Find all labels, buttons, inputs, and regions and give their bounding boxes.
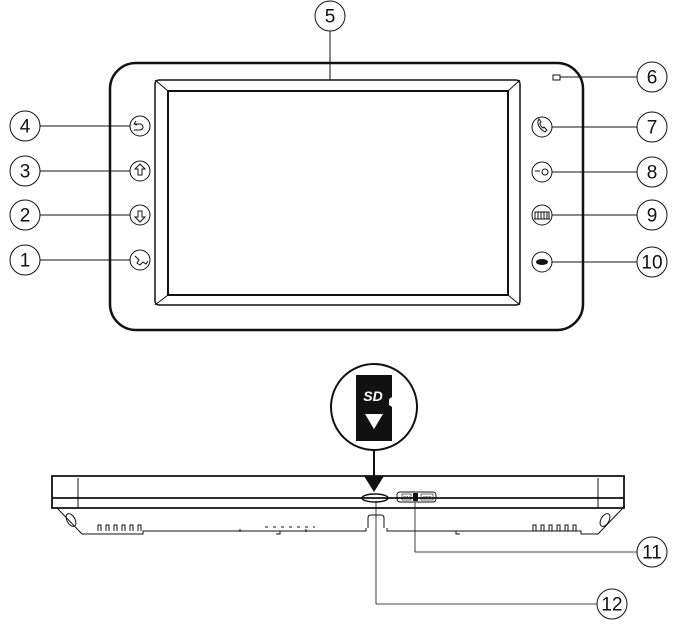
vent-slots-right xyxy=(532,524,577,531)
callout-10: 10 xyxy=(636,246,668,278)
callout-7: 7 xyxy=(636,111,668,143)
svg-text:11: 11 xyxy=(642,543,662,564)
callout-2: 2 xyxy=(9,199,41,231)
insert-arrow-icon xyxy=(365,414,383,429)
svg-text:7: 7 xyxy=(647,118,658,139)
sd-card-detail: SD xyxy=(330,363,418,492)
callout-12: 12 xyxy=(596,588,628,620)
wrench-icon xyxy=(134,255,149,266)
svg-text:6: 6 xyxy=(647,68,658,89)
front-panel xyxy=(108,61,585,332)
switch-off-label: OFF xyxy=(423,495,432,500)
left-button-settings[interactable] xyxy=(40,249,151,271)
svg-text:8: 8 xyxy=(647,163,658,184)
svg-text:SD: SD xyxy=(363,388,382,404)
sd-card-icon xyxy=(356,375,392,441)
phone-icon xyxy=(537,118,548,133)
svg-text:4: 4 xyxy=(20,117,31,138)
left-button-down[interactable] xyxy=(40,204,151,226)
eye-icon xyxy=(536,259,548,265)
sd-card-slot[interactable] xyxy=(361,493,389,503)
right-button-gate[interactable] xyxy=(531,204,637,226)
callout-4: 4 xyxy=(9,110,41,142)
svg-text:12: 12 xyxy=(601,595,622,616)
right-button-unlock[interactable] xyxy=(531,161,637,183)
svg-text:9: 9 xyxy=(647,206,658,227)
svg-text:1: 1 xyxy=(20,251,31,272)
svg-text:5: 5 xyxy=(325,7,336,28)
switch-on-label: ON xyxy=(403,495,410,500)
callout-11: 11 xyxy=(636,536,668,568)
callout-3: 3 xyxy=(9,155,41,187)
right-button-call[interactable] xyxy=(531,116,637,138)
svg-text:3: 3 xyxy=(20,162,31,183)
svg-text:2: 2 xyxy=(20,206,31,227)
left-button-back[interactable] xyxy=(40,115,151,137)
back-icon xyxy=(133,120,144,131)
screen-bezel xyxy=(154,79,521,306)
right-button-monitor[interactable] xyxy=(531,251,637,273)
svg-text:10: 10 xyxy=(641,253,662,274)
vent-slots-left xyxy=(97,524,142,531)
callout-8: 8 xyxy=(636,156,668,188)
callout-5: 5 xyxy=(314,0,346,32)
bottom-view xyxy=(51,475,625,535)
gate-icon xyxy=(534,211,550,220)
down-arrow-icon xyxy=(133,210,147,223)
callout-1: 1 xyxy=(9,244,41,276)
up-arrow-icon xyxy=(133,163,147,176)
screen xyxy=(167,90,509,296)
callout-6: 6 xyxy=(636,61,668,93)
led-indicator xyxy=(552,74,561,81)
left-button-up[interactable] xyxy=(40,160,151,182)
power-switch[interactable]: ON OFF xyxy=(396,491,437,503)
key-icon xyxy=(541,168,549,176)
callout-9: 9 xyxy=(636,199,668,231)
